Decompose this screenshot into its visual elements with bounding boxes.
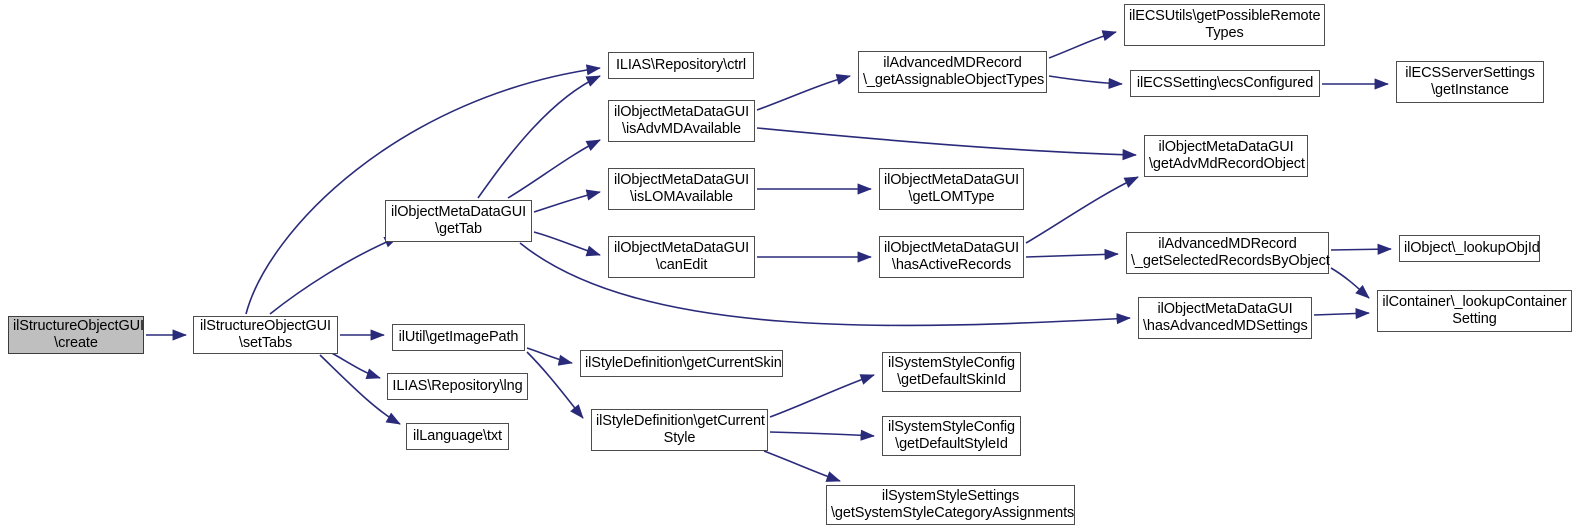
graph-node-getSelectedRecordsByObject[interactable]: ilAdvancedMDRecord \_getSelectedRecordsB…: [1126, 232, 1330, 274]
graph-node-getDefaultSkinId[interactable]: ilSystemStyleConfig \getDefaultSkinId: [882, 352, 1021, 392]
graph-edge-setTabs-to-lng: [329, 351, 381, 380]
graph-node-isAdvMDAvailable[interactable]: ilObjectMetaDataGUI \isAdvMDAvailable: [608, 100, 755, 142]
graph-node-getPossibleRemoteTypes[interactable]: ilECSUtils\getPossibleRemote Types: [1124, 4, 1325, 46]
graph-node-ctrl[interactable]: ILIAS\Repository\ctrl: [608, 52, 754, 79]
graph-node-label: ilObject\_lookupObjId: [1404, 240, 1540, 256]
graph-edge-getSelectedRecordsByObject-to-lookupObjId: [1330, 243, 1392, 255]
graph-edge-getCurrentStyle-to-getDefaultSkinId: [769, 374, 875, 418]
graph-node-hasActiveRecords[interactable]: ilObjectMetaDataGUI \hasActiveRecords: [879, 236, 1024, 278]
graph-node-label: ILIAS\Repository\ctrl: [615, 57, 747, 73]
graph-node-getCurrentSkin[interactable]: ilStyleDefinition\getCurrentSkin: [580, 350, 783, 377]
graph-edge-getSelectedRecordsByObject-to-lookupContainerSetting: [1330, 267, 1370, 299]
graph-node-ecsConfigured[interactable]: ilECSSetting\ecsConfigured: [1130, 70, 1320, 97]
graph-node-hasAdvancedMDSettings[interactable]: ilObjectMetaDataGUI \hasAdvancedMDSettin…: [1138, 297, 1312, 339]
graph-node-lookupObjId[interactable]: ilObject\_lookupObjId: [1399, 235, 1540, 262]
graph-node-label: ilECSSetting\ecsConfigured: [1136, 75, 1314, 91]
graph-node-label: ilObjectMetaDataGUI \getTab: [390, 204, 527, 237]
graph-node-label: ilStyleDefinition\getCurrent Style: [596, 413, 765, 446]
graph-node-label: ilObjectMetaDataGUI \isLOMAvailable: [613, 172, 750, 205]
graph-edge-setTabs-to-ctrl: [245, 64, 601, 315]
graph-node-label: ilUtil\getImagePath: [398, 329, 519, 345]
graph-node-create[interactable]: ilStructureObjectGUI \create: [8, 316, 144, 354]
graph-node-getCurrentStyle[interactable]: ilStyleDefinition\getCurrent Style: [591, 409, 768, 451]
graph-node-label: ilStyleDefinition\getCurrentSkin: [585, 355, 782, 371]
graph-edge-getTab-to-ctrl: [477, 75, 601, 199]
graph-node-isLOMAvailable[interactable]: ilObjectMetaDataGUI \isLOMAvailable: [608, 168, 755, 210]
graph-node-getImagePath[interactable]: ilUtil\getImagePath: [392, 324, 525, 351]
graph-node-label: ilObjectMetaDataGUI \canEdit: [613, 240, 750, 273]
graph-edge-getCurrentStyle-to-getSystemStyleCategoryAssignments: [763, 450, 841, 482]
graph-node-lookupContainerSetting[interactable]: ilContainer\_lookupContainer Setting: [1377, 290, 1572, 332]
graph-edge-hasAdvancedMDSettings-to-lookupContainerSetting: [1313, 307, 1370, 320]
graph-node-lng[interactable]: ILIAS\Repository\lng: [387, 373, 528, 400]
graph-node-getLOMType[interactable]: ilObjectMetaDataGUI \getLOMType: [879, 168, 1024, 210]
graph-node-label: ilAdvancedMDRecord \_getAssignableObject…: [863, 55, 1045, 88]
graph-edge-setTabs-to-getTab: [269, 236, 399, 315]
graph-node-setTabs[interactable]: ilStructureObjectGUI \setTabs: [193, 316, 338, 354]
graph-node-label: ilAdvancedMDRecord \_getSelectedRecordsB…: [1131, 236, 1330, 269]
graph-edge-getTab-to-isAdvMDAvailable: [507, 139, 601, 199]
graph-edge-getCurrentStyle-to-getDefaultStyleId: [769, 429, 875, 441]
graph-node-txt[interactable]: ilLanguage\txt: [406, 423, 509, 450]
graph-node-label: ilSystemStyleConfig \getDefaultSkinId: [887, 355, 1016, 388]
graph-node-label: ilStructureObjectGUI \create: [13, 318, 144, 351]
graph-node-getDefaultStyleId[interactable]: ilSystemStyleConfig \getDefaultStyleId: [882, 416, 1021, 456]
graph-node-label: ilSystemStyleConfig \getDefaultStyleId: [887, 419, 1016, 452]
graph-edge-hasActiveRecords-to-getAdvMdRecordObject: [1025, 176, 1139, 244]
graph-edge-getTab-to-canEdit: [533, 231, 601, 257]
graph-node-label: ilSystemStyleSettings \getSystemStyleCat…: [831, 488, 1075, 521]
graph-edge-getAssignableObjectTypes-to-getPossibleRemoteTypes: [1048, 30, 1117, 59]
graph-edge-getAssignableObjectTypes-to-ecsConfigured: [1048, 75, 1123, 90]
graph-edge-getTab-to-isLOMAvailable: [533, 189, 601, 213]
graph-node-label: ilObjectMetaDataGUI \hasActiveRecords: [884, 240, 1020, 273]
graph-node-label: ILIAS\Repository\lng: [392, 378, 523, 394]
graph-edge-getImagePath-to-getCurrentStyle: [526, 351, 584, 419]
graph-node-label: ilObjectMetaDataGUI \isAdvMDAvailable: [613, 104, 750, 137]
graph-node-getAssignableObjectTypes[interactable]: ilAdvancedMDRecord \_getAssignableObject…: [858, 51, 1047, 93]
graph-node-label: ilECSServerSettings \getInstance: [1405, 65, 1535, 98]
graph-node-getAdvMdRecordObject[interactable]: ilObjectMetaDataGUI \getAdvMdRecordObjec…: [1144, 135, 1308, 177]
graph-node-getTab[interactable]: ilObjectMetaDataGUI \getTab: [385, 200, 532, 242]
graph-node-label: ilObjectMetaDataGUI \hasAdvancedMDSettin…: [1143, 301, 1308, 334]
graph-node-getSystemStyleCategoryAssignments[interactable]: ilSystemStyleSettings \getSystemStyleCat…: [826, 485, 1075, 525]
graph-node-label: ilStructureObjectGUI \setTabs: [200, 318, 331, 351]
graph-node-label: ilContainer\_lookupContainer Setting: [1382, 294, 1567, 327]
graph-edge-isAdvMDAvailable-to-getAssignableObjectTypes: [756, 74, 851, 111]
graph-node-canEdit[interactable]: ilObjectMetaDataGUI \canEdit: [608, 236, 755, 278]
graph-node-label: ilLanguage\txt: [413, 428, 502, 444]
graph-node-ecsServerSettings[interactable]: ilECSServerSettings \getInstance: [1396, 61, 1544, 103]
graph-edge-isAdvMDAvailable-to-getAdvMdRecordObject: [756, 127, 1137, 161]
graph-node-label: ilObjectMetaDataGUI \getAdvMdRecordObjec…: [1149, 139, 1305, 172]
graph-edge-hasActiveRecords-to-getSelectedRecordsByObject: [1025, 248, 1119, 261]
graph-edge-getImagePath-to-getCurrentSkin: [526, 347, 573, 366]
graph-node-label: ilObjectMetaDataGUI \getLOMType: [884, 172, 1020, 205]
graph-node-label: ilECSUtils\getPossibleRemote Types: [1129, 8, 1321, 41]
